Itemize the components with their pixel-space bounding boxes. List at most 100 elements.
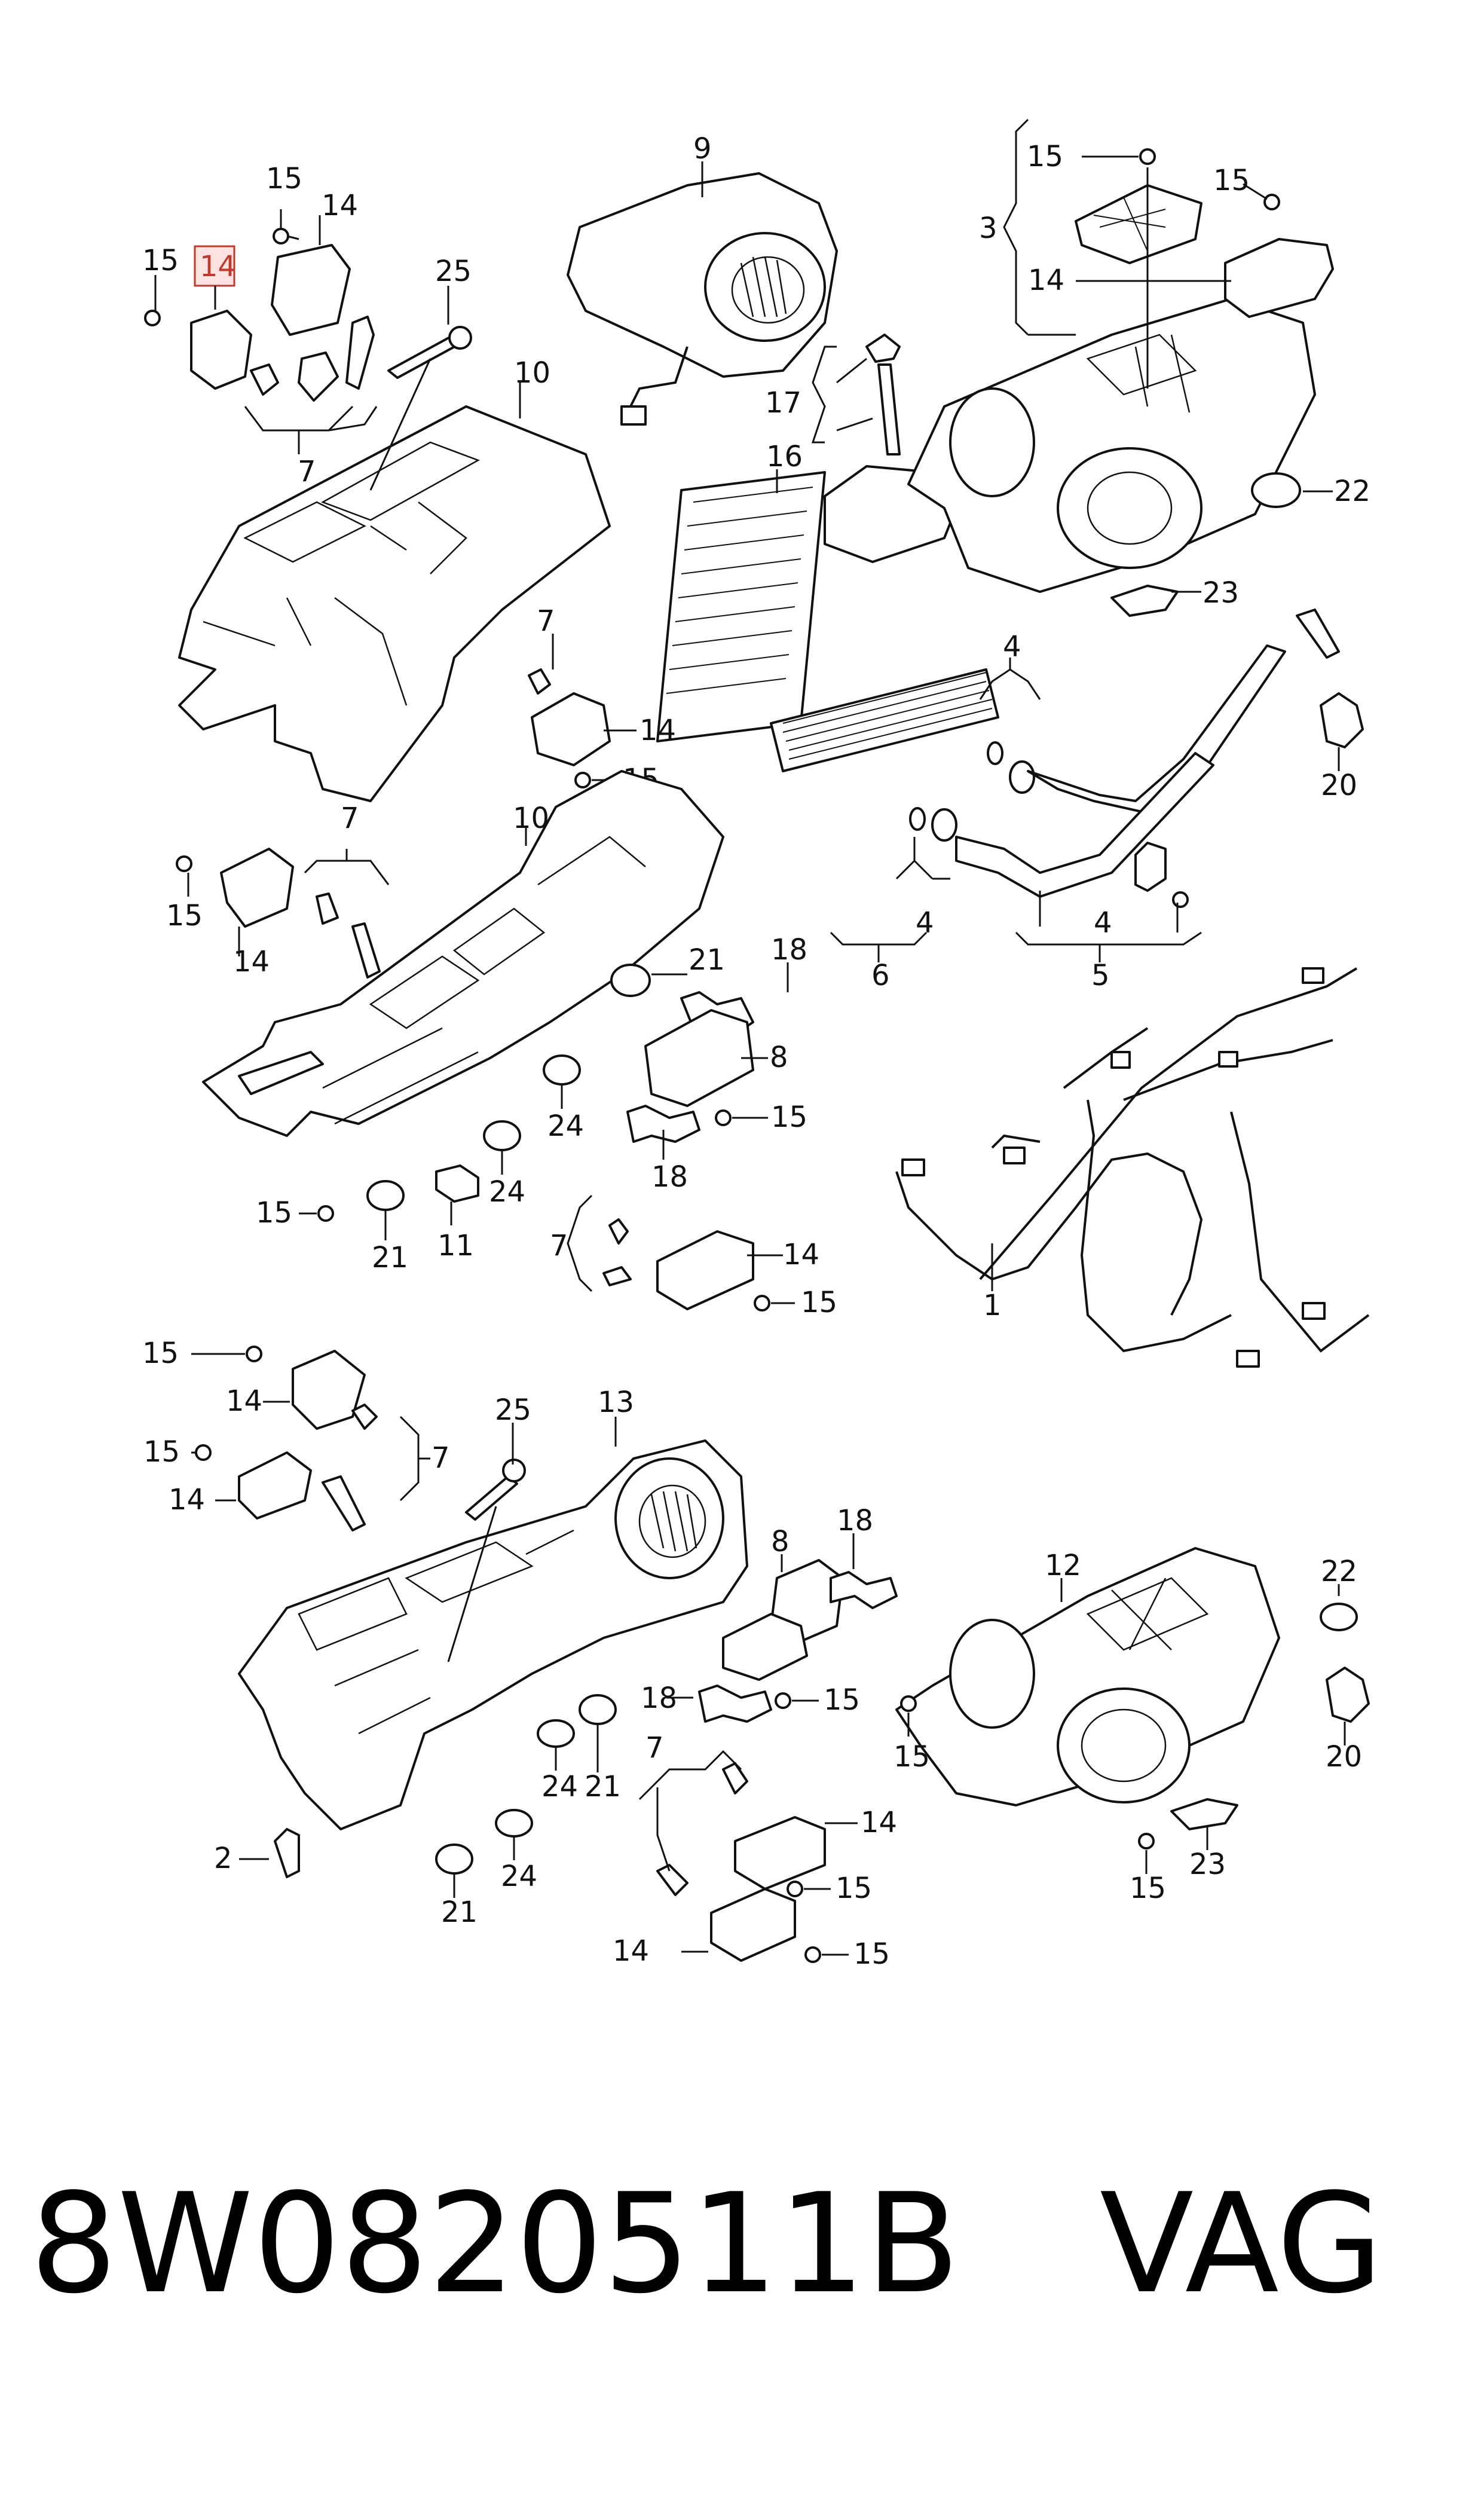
label-9: 9 [693, 132, 712, 166]
label-15: 15 [1027, 140, 1063, 173]
hvac-housing-complete: 25 13 2 24 21 24 21 [214, 1386, 748, 1929]
label-18: 18 [641, 1682, 677, 1715]
sensor-18 [698, 1685, 772, 1723]
actuator-14 [220, 848, 294, 928]
label-6: 6 [871, 959, 890, 992]
label-14-highlighted: 14 [200, 250, 236, 283]
label-20: 20 [1326, 1740, 1362, 1774]
label-15: 15 [142, 1337, 179, 1370]
label-14: 14 [226, 1384, 262, 1418]
label-14: 14 [1028, 264, 1064, 297]
label-13: 13 [598, 1386, 634, 1419]
screw [715, 1109, 732, 1126]
grommet-24 [483, 1120, 521, 1151]
housing-rear [907, 298, 1316, 593]
label-7: 7 [645, 1731, 664, 1765]
label-2: 2 [214, 1842, 232, 1875]
label-15: 15 [771, 1100, 807, 1134]
screw [1263, 194, 1280, 210]
label-12: 12 [1045, 1549, 1081, 1582]
label-15: 15 [143, 1435, 180, 1469]
label-15: 15 [801, 1286, 837, 1319]
label-7: 7 [537, 604, 555, 638]
screw [195, 1444, 212, 1461]
label-21: 21 [372, 1241, 408, 1274]
screw [176, 855, 192, 872]
screw [775, 1692, 791, 1709]
actuator-14 [531, 692, 611, 766]
actuator-8 [644, 1009, 754, 1107]
label-1: 1 [983, 1289, 1002, 1322]
part-number: 8W0820511B [30, 2165, 960, 2324]
plug-23 [1110, 585, 1179, 617]
label-18: 18 [837, 1504, 873, 1537]
pipe-upper [1027, 644, 1286, 814]
label-7: 7 [341, 802, 359, 835]
screw-17 [877, 363, 901, 455]
grommet-21 [610, 964, 651, 997]
label-14: 14 [640, 714, 676, 747]
label-15: 15 [142, 244, 179, 277]
actuator-motor [190, 310, 252, 390]
label-21: 21 [585, 1770, 621, 1803]
screw [900, 1695, 917, 1712]
housing-10-lower [202, 770, 724, 1137]
grommet-24 [495, 1809, 533, 1838]
actuator-group-lower-center: 8 18 18 15 7 14 15 14 15 [613, 1504, 898, 1971]
bushing-11 [435, 1164, 479, 1203]
actuator-14 [1224, 238, 1334, 318]
screw [317, 1205, 334, 1222]
heat-exchanger-and-pipes: 4 4 6 4 5 20 [770, 609, 1364, 992]
label-15: 15 [853, 1937, 890, 1971]
actuator-14 [292, 1350, 366, 1430]
actuator-group-mid: 7 14 15 [528, 604, 676, 796]
label-7: 7 [550, 1229, 568, 1262]
label-18: 18 [651, 1160, 688, 1194]
label-23: 23 [1203, 576, 1239, 610]
temp-sensor-2 [274, 1828, 300, 1878]
label-4: 4 [1003, 630, 1021, 664]
label-20: 20 [1321, 769, 1357, 802]
plug-20 [1320, 692, 1364, 748]
label-21: 21 [689, 943, 725, 977]
screw [1138, 1833, 1155, 1849]
label-25: 25 [435, 255, 472, 288]
label-22: 22 [1334, 475, 1370, 508]
label-14: 14 [783, 1238, 819, 1271]
hvac-housing-upper: 25 10 [178, 255, 611, 802]
screw [1172, 891, 1189, 908]
label-4: 4 [916, 906, 934, 940]
actuator-14 [656, 1230, 754, 1310]
label-24: 24 [501, 1860, 537, 1893]
actuator-14 [710, 1888, 796, 1962]
plug-22 [1320, 1603, 1358, 1631]
label-15: 15 [894, 1740, 930, 1774]
label-15: 15 [166, 899, 203, 933]
sensor-18 [626, 1105, 700, 1143]
label-15: 15 [824, 1683, 860, 1717]
label-8: 8 [770, 1041, 788, 1074]
label-15: 15 [836, 1872, 872, 1905]
plug-22 [1251, 472, 1301, 508]
screw [144, 310, 161, 326]
label-7: 7 [298, 455, 316, 488]
temp-sensor-25 [465, 1475, 518, 1521]
screw [273, 228, 289, 244]
label-14: 14 [861, 1806, 897, 1839]
label-24: 24 [541, 1770, 578, 1803]
label-4: 4 [1094, 906, 1112, 940]
label-21: 21 [441, 1896, 478, 1929]
actuator-motor [271, 244, 351, 336]
blower-and-heater: 9 16 17 [567, 132, 957, 742]
label-25: 25 [495, 1393, 531, 1427]
label-24: 24 [547, 1109, 584, 1143]
label-18: 18 [771, 933, 807, 967]
lever [250, 363, 279, 396]
grommet-21 [579, 1694, 617, 1725]
label-17: 17 [765, 386, 801, 420]
actuator-group-second-row: 15 14 7 [166, 802, 390, 979]
screw [787, 1881, 803, 1897]
label-14: 14 [233, 945, 270, 979]
plug-23 [1170, 1798, 1238, 1830]
